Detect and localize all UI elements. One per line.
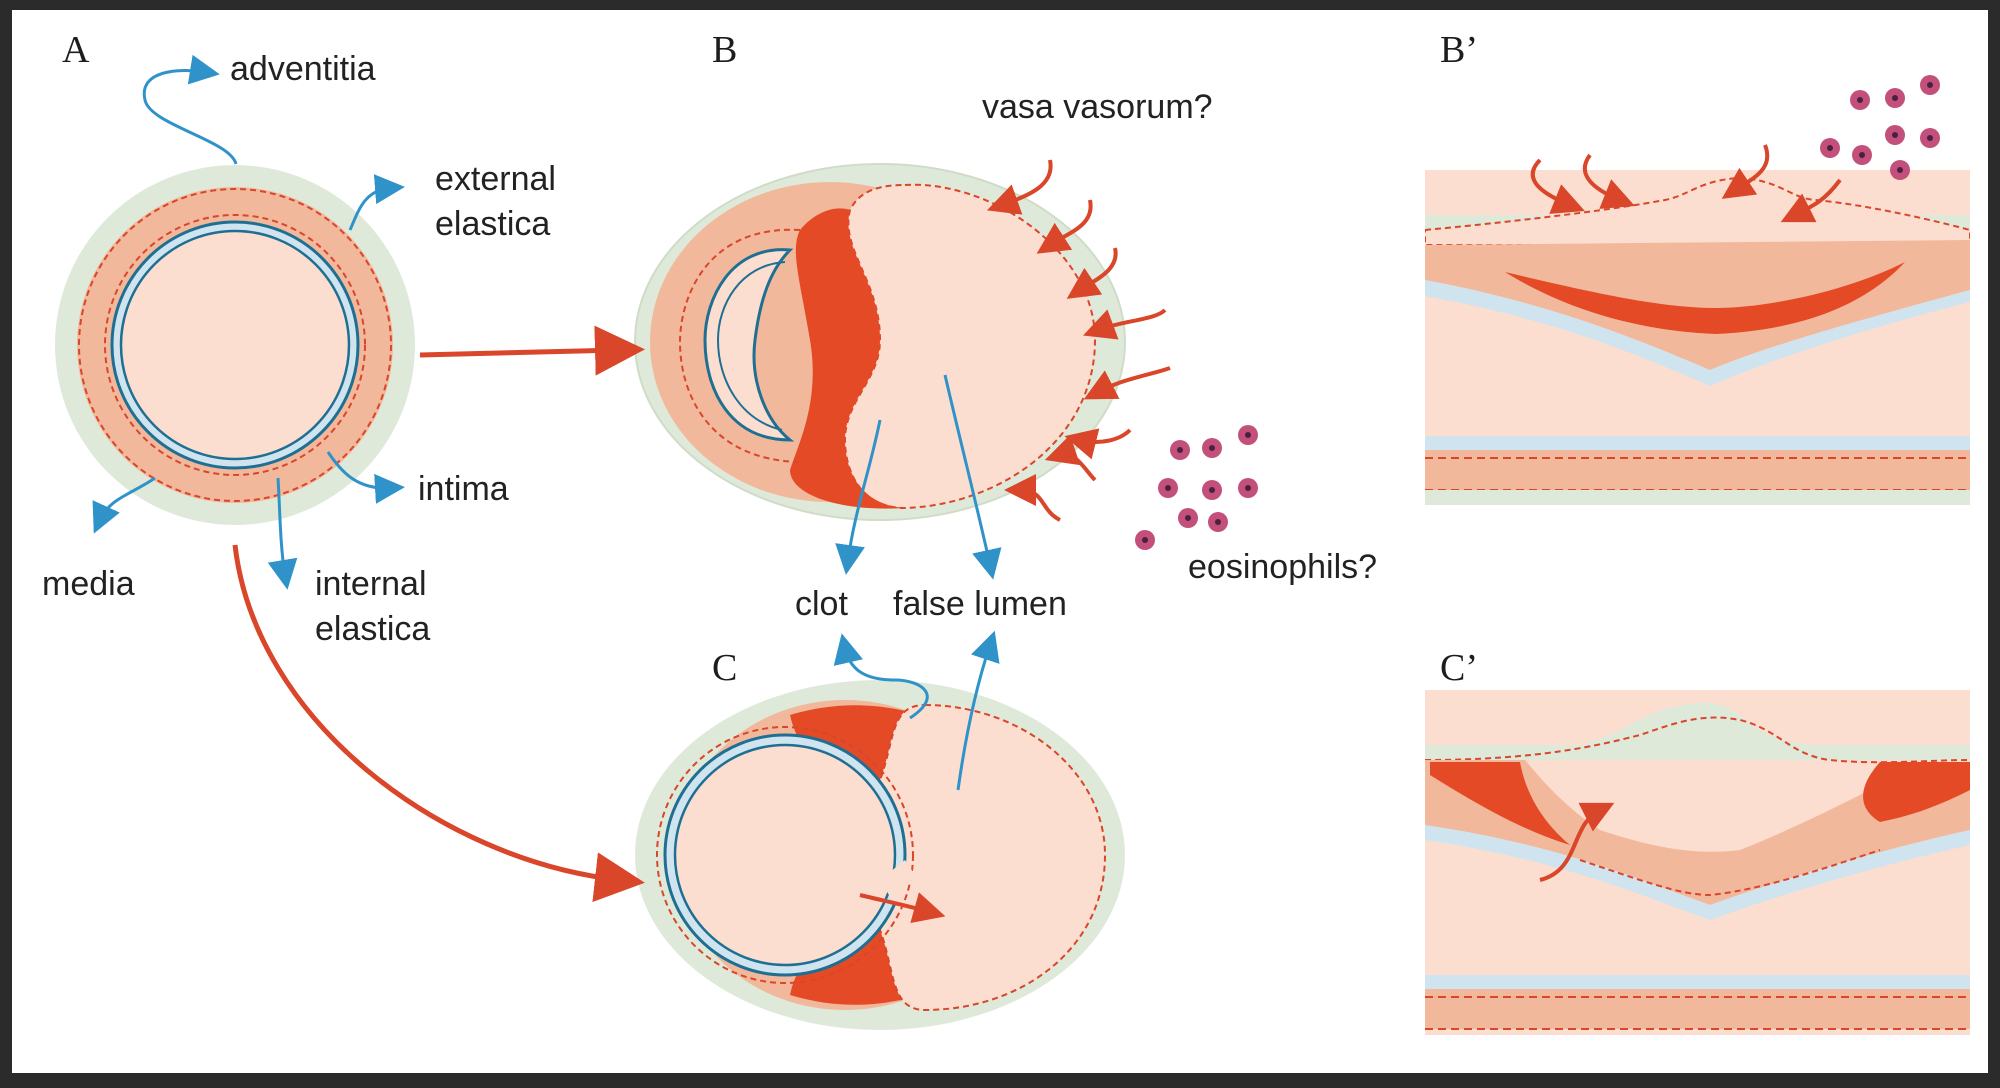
label-clot: clot [795, 585, 848, 623]
panel-b-cross-section [635, 164, 1125, 520]
panel-letter-c: C [712, 647, 737, 689]
panel-c-cross-section [635, 680, 1125, 1030]
panel-letter-b: B [712, 29, 737, 71]
panel-c-prime-lower-intima [1425, 975, 1970, 989]
panel-a-lumen [121, 231, 349, 459]
label-internal-elastica-line1: internal [315, 565, 427, 603]
panel-c-true-lumen [675, 745, 895, 965]
label-intima: intima [418, 470, 509, 508]
panel-letter-b-prime: B’ [1440, 29, 1478, 71]
panel-c-prime [1425, 690, 1970, 1035]
panel-a-cross-section [55, 165, 415, 525]
panel-b-prime [1425, 170, 1970, 505]
label-adventitia: adventitia [230, 50, 376, 88]
panel-letter-a: A [62, 29, 90, 71]
label-external-elastica-line2: elastica [435, 205, 550, 243]
label-eosinophils: eosinophils? [1188, 548, 1377, 586]
panel-b-prime-lower-media [1425, 450, 1970, 490]
panel-c-prime-lower-media [1425, 989, 1970, 1029]
label-media: media [42, 565, 135, 603]
panel-b-prime-lower-adventitia [1425, 490, 1970, 505]
panel-letter-c-prime: C’ [1440, 647, 1478, 689]
label-vasa-vasorum: vasa vasorum? [982, 88, 1213, 126]
label-external-elastica-line1: external [435, 160, 556, 198]
label-internal-elastica-line2: elastica [315, 610, 430, 648]
panel-b-prime-lower-intima [1425, 436, 1970, 450]
label-false-lumen: false lumen [893, 585, 1067, 623]
